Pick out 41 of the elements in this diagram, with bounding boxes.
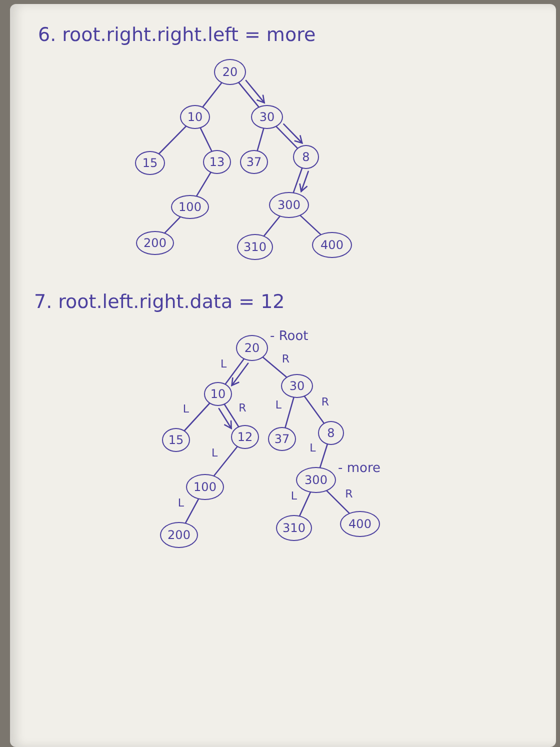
edge-label: R <box>320 396 330 408</box>
tree-edge <box>184 402 210 432</box>
node-annotation: - Root <box>270 330 308 343</box>
tree-edge <box>213 446 238 476</box>
edge-label: L <box>308 442 317 454</box>
tree-edge <box>300 215 322 235</box>
edge-label: R <box>344 488 354 500</box>
tree-edge <box>202 82 222 108</box>
edge-label: L <box>176 498 186 508</box>
tree-edge <box>158 126 186 154</box>
traversal-arrow <box>245 80 265 104</box>
traversal-arrow <box>283 123 303 144</box>
tree-edge <box>256 128 264 152</box>
traversal-arrow <box>299 170 309 192</box>
tree-edge <box>292 168 303 193</box>
edge-label: L <box>274 399 283 410</box>
note-text: 7. root.left.right.data = 12 <box>34 293 285 312</box>
note-text: 6. root.right.right.left = more <box>38 26 316 45</box>
edge-label: L <box>182 404 190 414</box>
tree-edge <box>299 492 311 516</box>
traversal-arrow <box>218 408 232 430</box>
tree-edge <box>196 172 212 196</box>
tree-edge <box>276 126 298 149</box>
edge-label: L <box>220 358 228 369</box>
tree-edge <box>164 216 181 234</box>
traversal-arrow <box>231 362 249 386</box>
tree-edge <box>224 404 240 428</box>
tree-edge <box>326 490 350 514</box>
tree-edge <box>263 216 280 236</box>
tree-edge <box>304 396 324 424</box>
tree-edge <box>238 82 260 108</box>
edge-label: L <box>210 448 219 459</box>
tree-edge <box>262 356 288 378</box>
tree-edge <box>284 397 294 428</box>
node-annotation: - more <box>338 462 380 475</box>
tree-edge <box>224 358 244 385</box>
tree-edge <box>184 498 200 524</box>
tree-edge <box>319 444 328 468</box>
edge-label: L <box>290 490 298 502</box>
tree-edge <box>200 128 212 152</box>
edge-label: R <box>280 354 291 365</box>
